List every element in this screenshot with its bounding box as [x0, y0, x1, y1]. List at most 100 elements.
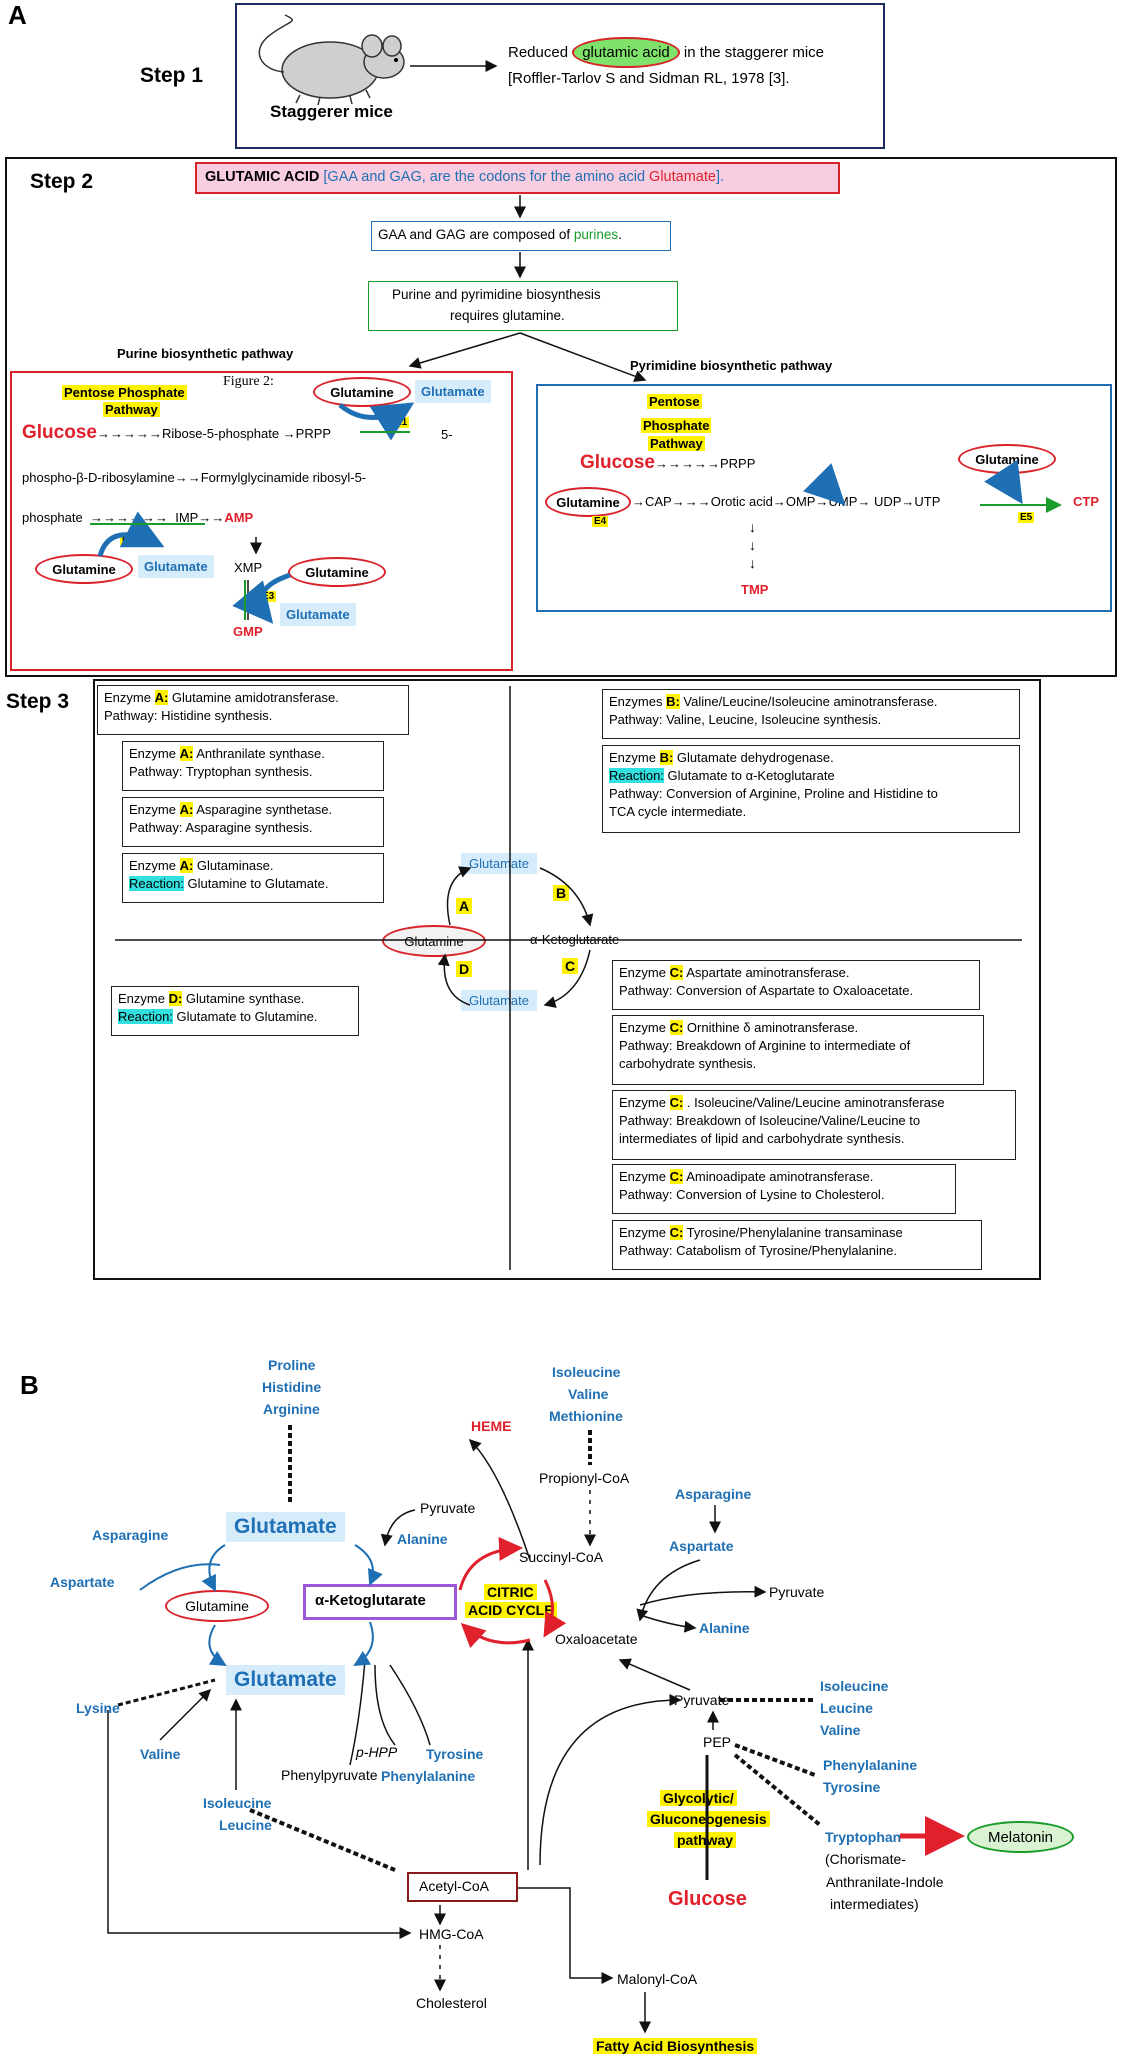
b-oxalo-to-pyruvate: [639, 1585, 767, 1606]
b-citric-2: ACID CYCLE: [465, 1602, 557, 1618]
pyrimidine-glutamine-e4: Glutamine: [545, 487, 631, 517]
glutamic-acid-highlight: glutamic acid: [572, 37, 680, 68]
ctp-label: CTP: [1073, 494, 1099, 509]
biosynthesis-line1: Purine and pyrimidine biosynthesis: [392, 287, 601, 302]
cycle-a: A: [456, 898, 473, 914]
b-glutamine: Glutamine: [165, 1590, 269, 1622]
b-malonyl: Malonyl-CoA: [617, 1971, 698, 1987]
glutamine-e1: Glutamine: [313, 377, 411, 407]
biosynthesis-box: [368, 281, 678, 331]
b-lysine: Lysine: [76, 1700, 120, 1716]
b-php-line: [374, 1664, 396, 1746]
b-tryptophan: Tryptophan: [825, 1829, 902, 1845]
b-cycle-right-bottom: [353, 1621, 374, 1667]
b-asparagine-right: Asparagine: [675, 1486, 752, 1502]
enzyme-box-left-2: Enzyme A: Anthranilate synthase.Pathway:…: [122, 741, 384, 791]
b-pyruvate-to-oxaloacetate: [618, 1658, 691, 1691]
e1-curve: [338, 402, 415, 441]
pyrimidine-glucose-line: Glucose→→→→→PRPP: [580, 452, 756, 473]
b-pyruvate-top: Pyruvate: [420, 1500, 476, 1516]
b-acetyl-to-pyruvate-curve: [539, 1694, 682, 1866]
b-tyrosine-line: [389, 1664, 431, 1746]
b-citric-arc-right: [543, 1579, 567, 1638]
step1-frame: [235, 3, 885, 149]
purine-line1: Glucose→→→→→Ribose-5-phosphate →PRPP: [22, 422, 332, 443]
pyrimidine-title: Pyrimidine biosynthetic pathway: [630, 358, 833, 373]
purine-line2: phospho-β-D-ribosylamine→→Formylglycinam…: [22, 470, 367, 485]
figure-label: Figure 2:: [223, 374, 274, 389]
cycle-arc-c: [543, 949, 591, 1008]
ppp-label-1: Pentose Phosphate: [62, 385, 187, 400]
b-chorismate-1: (Chorismate-: [825, 1851, 906, 1867]
b-tyrosine: Tyrosine: [426, 1746, 484, 1762]
b-asparagine-branch: [139, 1563, 221, 1591]
b-asparagine-left: Asparagine: [92, 1527, 169, 1543]
b-propionyl: Propionyl-CoA: [539, 1470, 630, 1486]
tmp-arrows: ↓↓↓: [749, 519, 756, 571]
enzyme-box-right-3: Enzyme C: Aspartate aminotransferase.Pat…: [612, 960, 980, 1010]
ppp2-label-2: Phosphate: [641, 418, 712, 433]
b-isoleucine-top: Isoleucine: [552, 1364, 621, 1380]
b-lysine-to-hmg: [107, 1710, 412, 1939]
b-pep-to-tryptophan: [733, 1753, 822, 1827]
b-heme: HEME: [471, 1418, 512, 1434]
purine-title: Purine biosynthetic pathway: [117, 346, 294, 361]
b-aspartate-left: Aspartate: [50, 1574, 115, 1590]
glutamic-acid-header: [195, 162, 840, 194]
b-cycle-left-top: [201, 1544, 226, 1592]
pyrimidine-pathway-box: [536, 384, 1112, 612]
b-pep-to-phe: [734, 1743, 816, 1777]
b-methionine: Methionine: [549, 1408, 623, 1424]
b-citric-arc-top: [458, 1536, 523, 1591]
enzyme-box-left-4: Enzyme A: Glutaminase.Reaction: Glutamin…: [122, 853, 384, 903]
enzyme-box-right-2: Enzyme B: Glutamate dehydrogenase.Reacti…: [602, 745, 1020, 833]
b-tyr: Tyrosine: [823, 1779, 881, 1795]
pyrimidine-curve-1: [803, 463, 846, 506]
b-valine-to-glutamate: [159, 1688, 212, 1741]
b-oxaloacetate: Oxaloacetate: [555, 1631, 638, 1647]
cycle-arc-b: [539, 867, 594, 927]
step2-label: Step 2: [30, 170, 94, 193]
xmp-label: XMP: [234, 560, 263, 575]
step2-frame: [5, 157, 1117, 677]
b-oxalo-to-alanine: [639, 1614, 697, 1633]
b-glutamate-bottom: Glutamate: [226, 1665, 345, 1695]
b-histidine: Histidine: [262, 1379, 322, 1395]
pyrimidine-curve-2: [984, 459, 1023, 505]
purines-text: GAA and GAG are composed of purines.: [378, 227, 622, 242]
cycle-arc-d: [437, 953, 471, 1006]
b-proline: Proline: [268, 1357, 316, 1373]
enzyme-box-left-1: Enzyme A: Glutamine amidotransferase.Pat…: [97, 685, 409, 735]
b-chorismate-3: intermediates): [830, 1896, 919, 1912]
step3-frame: [93, 679, 1041, 1280]
b-aspartate-right: Aspartate: [669, 1538, 734, 1554]
b-melatonin: Melatonin: [967, 1821, 1074, 1853]
b-php: p-HPP: [356, 1744, 398, 1760]
b-cholesterol: Cholesterol: [416, 1995, 487, 2011]
e5-label: E5: [1018, 512, 1035, 523]
b-phe: Phenylalanine: [823, 1757, 918, 1773]
b-isoleucine-left: Isoleucine: [203, 1795, 272, 1811]
b-lysine-to-glutamate: [117, 1678, 216, 1707]
purine-pathway-box: [10, 371, 513, 671]
panel-a-label: A: [8, 0, 27, 30]
b-phenylpyruvate-line: [349, 1659, 366, 1766]
enzyme-box-left-3: Enzyme A: Asparagine synthetase.Pathway:…: [122, 797, 384, 847]
enzyme-box-right-5: Enzyme C: . Isoleucine/Valine/Leucine am…: [612, 1090, 1016, 1160]
b-ilv-2: Leucine: [820, 1700, 873, 1716]
b-acetyl: Acetyl-CoA: [419, 1878, 490, 1894]
b-acetyl-box: [407, 1872, 518, 1902]
step1-finding: Reduced glutamic acid in the staggerer m…: [508, 37, 824, 68]
e4-label: E4: [592, 516, 609, 527]
b-alanine-right: Alanine: [699, 1620, 750, 1636]
b-pyruvate-center: Pyruvate: [674, 1692, 730, 1708]
glutamate-e1: Glutamate: [415, 380, 491, 403]
cycle-glutamate-top: Glutamate: [461, 853, 537, 874]
b-citric-1: CITRIC: [484, 1584, 537, 1600]
purine-line1-end: 5-: [441, 427, 453, 442]
cycle-glutamate-bottom: Glutamate: [461, 990, 537, 1011]
b-citric-arc-bottom: [460, 1622, 531, 1649]
b-cycle-right-top: [354, 1544, 383, 1586]
b-phenylalanine: Phenylalanine: [381, 1768, 476, 1784]
